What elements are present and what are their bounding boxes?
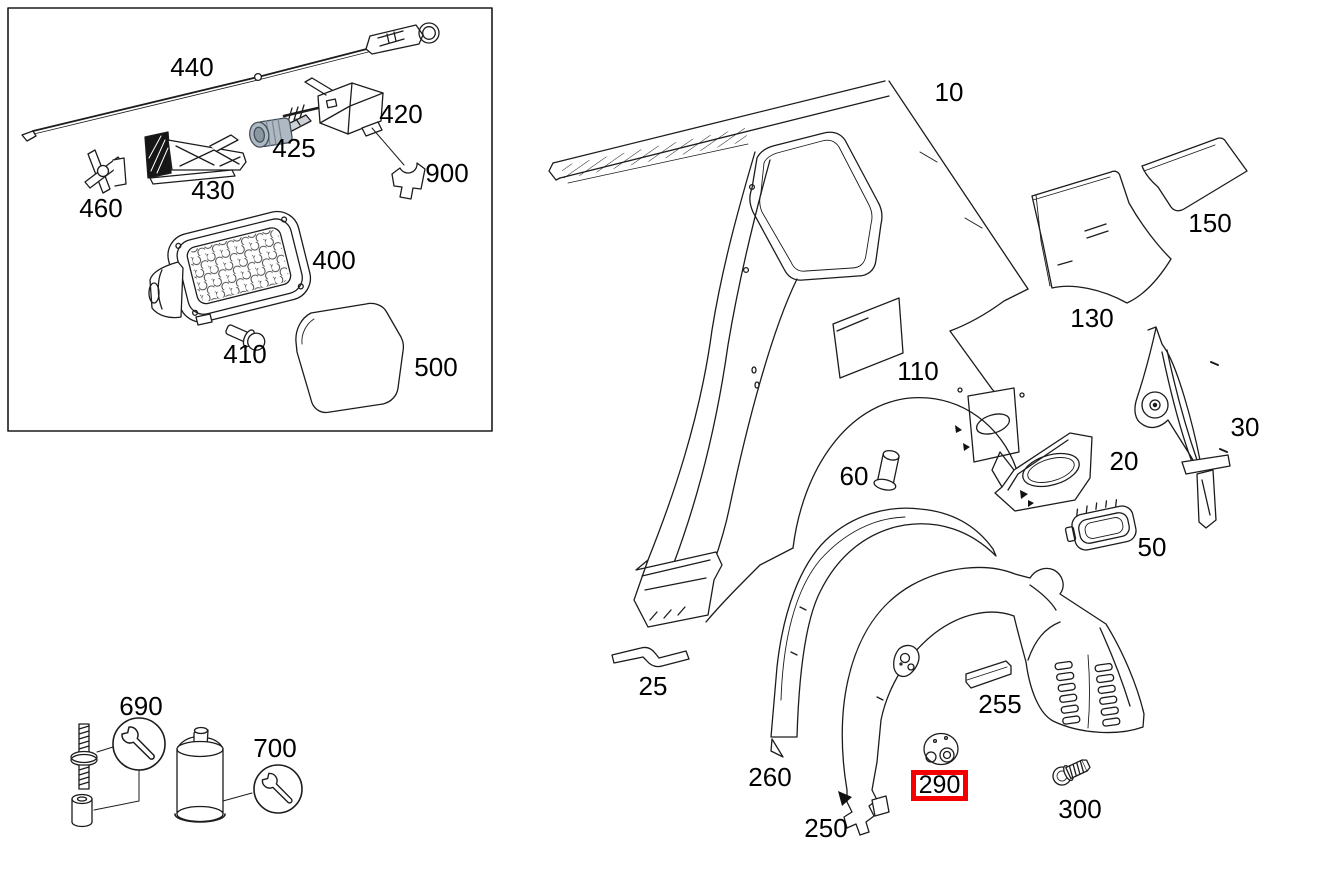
part-500-flap-cover-drawing (295, 302, 405, 414)
callout-300[interactable]: 300 (1058, 794, 1102, 824)
part-10-quarter-panel-drawing (548, 80, 1029, 628)
part-30-bracket-assembly-drawing (1134, 326, 1231, 529)
part-900-template-drawing (391, 162, 426, 200)
part-300-bolt-drawing (1052, 759, 1091, 786)
callout-900[interactable]: 900 (425, 158, 469, 188)
callout-290[interactable]: 290 (918, 771, 961, 799)
callout-250[interactable]: 250 (804, 813, 848, 843)
part-700-canister-drawing (174, 726, 303, 823)
callout-690[interactable]: 690 (119, 691, 163, 721)
callout-430[interactable]: 430 (191, 175, 235, 205)
callout-25[interactable]: 25 (638, 671, 668, 701)
part-430-bracket-drawing (144, 131, 247, 185)
part-50-vent-grille-drawing (1064, 499, 1137, 551)
part-250-wheelhouse-liner-drawing (838, 566, 1145, 836)
part-260-arch-cover-drawing (770, 507, 997, 758)
part-400-filler-housing-drawing (148, 210, 312, 326)
part-420-lock-actuator-drawing (282, 77, 405, 166)
callout-400[interactable]: 400 (312, 245, 356, 275)
part-440-release-cable-drawing (21, 22, 440, 142)
callout-150[interactable]: 150 (1188, 208, 1232, 238)
part-255-block-drawing (965, 660, 1012, 689)
callout-700[interactable]: 700 (253, 733, 297, 763)
callout-60[interactable]: 60 (839, 461, 869, 491)
inset-box-border (7, 7, 493, 432)
callout-460[interactable]: 460 (79, 193, 123, 223)
wrench-icon (261, 772, 293, 804)
part-60-plug-drawing (873, 449, 900, 491)
callout-10[interactable]: 10 (934, 77, 964, 107)
callout-440[interactable]: 440 (170, 52, 214, 82)
callout-260[interactable]: 260 (748, 762, 792, 792)
callout-110[interactable]: 110 (897, 356, 939, 386)
callout-425[interactable]: 425 (272, 133, 316, 163)
part-150-panel-drawing (1141, 137, 1248, 212)
callout-130[interactable]: 130 (1070, 303, 1114, 333)
part-460-clip-drawing (84, 149, 127, 194)
part-20-bracket-drawing (991, 432, 1093, 512)
part-410-pin-drawing (225, 324, 266, 351)
part-425-lock-cylinder-drawing (249, 114, 312, 148)
part-290-grommet-drawing (923, 732, 959, 766)
callout-420[interactable]: 420 (379, 99, 423, 129)
callout-50[interactable]: 50 (1137, 532, 1167, 562)
callout-255[interactable]: 255 (978, 689, 1022, 719)
callout-500[interactable]: 500 (414, 352, 458, 382)
part-130-panel-drawing (1031, 170, 1172, 304)
wrench-icon (121, 726, 155, 760)
part-690-fastener-set-drawing (70, 717, 166, 828)
part-25-strip-drawing (611, 646, 690, 668)
highlight-box-290[interactable]: 290 (911, 770, 968, 801)
callout-20[interactable]: 20 (1109, 446, 1139, 476)
callout-410[interactable]: 410 (223, 339, 267, 369)
callout-30[interactable]: 30 (1230, 412, 1260, 442)
